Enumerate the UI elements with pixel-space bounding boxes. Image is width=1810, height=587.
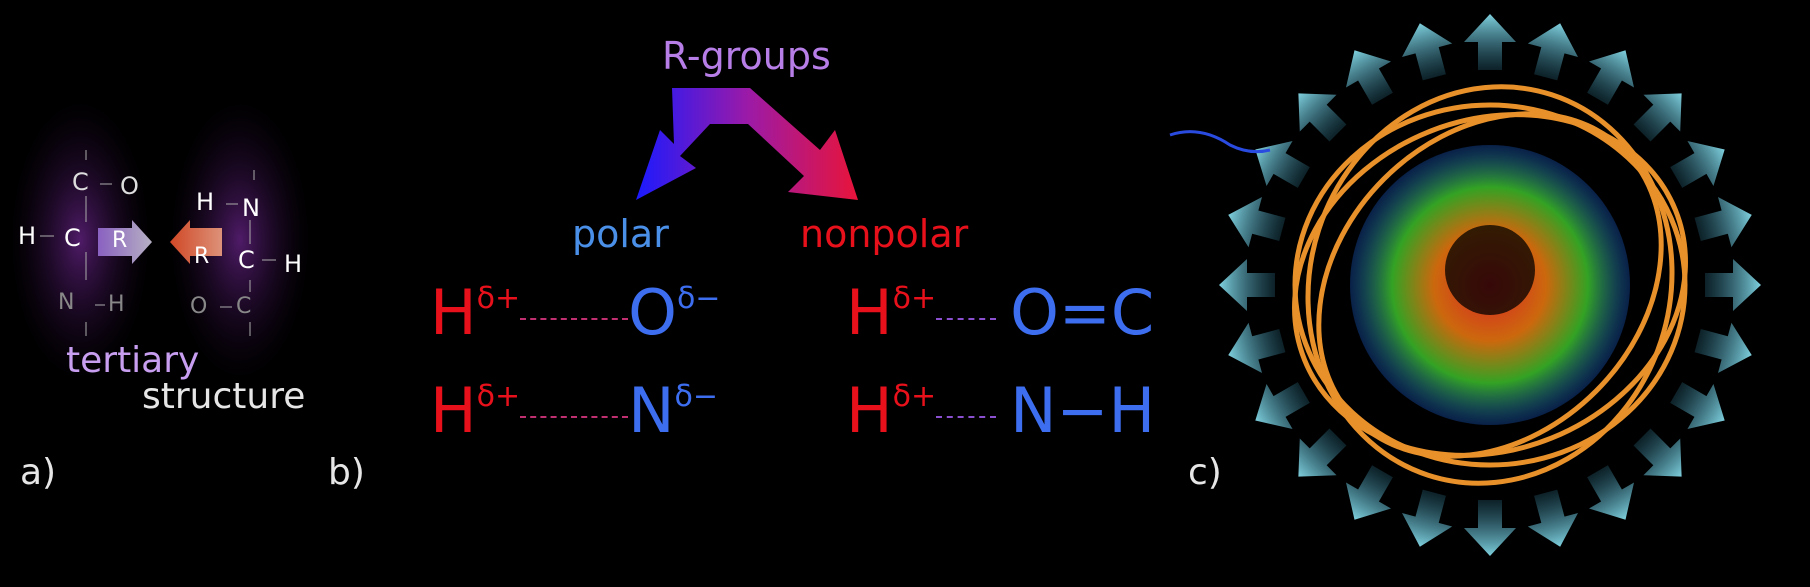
outward-arrow bbox=[1694, 196, 1752, 248]
outward-arrow bbox=[1219, 259, 1275, 311]
outward-arrow bbox=[1464, 500, 1516, 556]
hbond-dash bbox=[520, 416, 629, 418]
atom-left-c-top: C bbox=[72, 168, 89, 196]
acceptor-atom: O bbox=[628, 276, 677, 349]
hbond-dash bbox=[520, 318, 629, 320]
atom-right-c-mid: C bbox=[238, 246, 255, 274]
polar-row-2: Hδ+Nδ− bbox=[430, 379, 719, 442]
group-label: O=C bbox=[1010, 276, 1155, 349]
panel-a-graphic bbox=[10, 100, 310, 380]
dna-superhelix bbox=[1292, 84, 1688, 486]
outward-arrow bbox=[1670, 140, 1725, 188]
atom-right-h-mid: H bbox=[284, 250, 303, 278]
outward-arrow bbox=[1587, 50, 1635, 105]
outward-arrow bbox=[1255, 382, 1310, 430]
right-r-arrow bbox=[170, 220, 222, 264]
caption-tertiary: tertiary bbox=[66, 340, 200, 381]
outward-arrow bbox=[1401, 489, 1453, 547]
donor-h: H bbox=[430, 374, 477, 447]
panel-a-label: a) bbox=[20, 452, 57, 493]
outward-arrow bbox=[1633, 428, 1682, 477]
outward-arrow bbox=[1527, 489, 1579, 547]
histone-tail bbox=[1169, 130, 1271, 154]
nonpolar-row-1: Hδ+O=C bbox=[846, 281, 1154, 344]
panel-b-label: b) bbox=[328, 452, 365, 493]
weak-dash bbox=[936, 416, 997, 418]
acceptor-atom: N bbox=[628, 374, 675, 447]
nonpolar-label: nonpolar bbox=[800, 212, 969, 256]
donor-h: H bbox=[430, 276, 477, 349]
polar-row-1: Hδ+Oδ− bbox=[430, 281, 721, 344]
atom-left-h-bot: H bbox=[108, 292, 125, 317]
outward-arrow bbox=[1255, 140, 1310, 188]
caption-structure: structure bbox=[142, 376, 306, 417]
atom-right-o-bot: O bbox=[190, 294, 208, 319]
split-arrow-shape bbox=[636, 88, 858, 200]
donor-charge: δ+ bbox=[476, 379, 521, 414]
outward-arrow bbox=[1694, 322, 1752, 374]
donor-charge: δ+ bbox=[476, 281, 521, 316]
atom-left-r: R bbox=[112, 228, 128, 253]
outward-arrow bbox=[1298, 428, 1347, 477]
atom-right-n-top: N bbox=[242, 194, 260, 222]
acceptor-charge: δ− bbox=[676, 281, 721, 316]
atom-left-c-mid: C bbox=[64, 224, 81, 252]
outward-arrow bbox=[1670, 382, 1725, 430]
left-glow bbox=[10, 100, 150, 380]
polar-label: polar bbox=[572, 212, 669, 256]
histone-core bbox=[1350, 145, 1630, 425]
left-r-arrow bbox=[98, 220, 152, 264]
outward-arrow bbox=[1345, 465, 1393, 520]
outward-arrows bbox=[1219, 14, 1761, 556]
outward-arrow bbox=[1228, 196, 1286, 248]
atom-right-h-top: H bbox=[196, 188, 215, 216]
outward-arrow bbox=[1527, 23, 1579, 81]
donor-charge: δ+ bbox=[892, 281, 937, 316]
atom-left-h-mid: H bbox=[18, 222, 37, 250]
atom-right-c-bot: C bbox=[236, 294, 252, 319]
outward-arrow bbox=[1705, 259, 1761, 311]
outward-arrow bbox=[1587, 465, 1635, 520]
panel-c-label: c) bbox=[1188, 452, 1222, 493]
right-glow bbox=[170, 100, 310, 380]
atom-left-n-bot: N bbox=[58, 290, 75, 315]
nonpolar-row-2: Hδ+N−H bbox=[846, 379, 1155, 442]
acceptor-charge: δ− bbox=[674, 379, 719, 414]
donor-h: H bbox=[846, 276, 893, 349]
outward-arrow bbox=[1401, 23, 1453, 81]
outward-arrow bbox=[1298, 93, 1347, 142]
core-center bbox=[1445, 225, 1535, 315]
rgroups-title: R-groups bbox=[662, 34, 831, 78]
outward-arrow bbox=[1228, 322, 1286, 374]
weak-dash bbox=[936, 318, 997, 320]
atom-right-r: R bbox=[194, 244, 210, 269]
donor-h: H bbox=[846, 374, 893, 447]
outward-arrow bbox=[1345, 50, 1393, 105]
group-label: N−H bbox=[1010, 374, 1156, 447]
atom-left-o-top: O bbox=[120, 172, 139, 200]
donor-charge: δ+ bbox=[892, 379, 937, 414]
outward-arrow bbox=[1464, 14, 1516, 70]
outward-arrow bbox=[1633, 93, 1682, 142]
